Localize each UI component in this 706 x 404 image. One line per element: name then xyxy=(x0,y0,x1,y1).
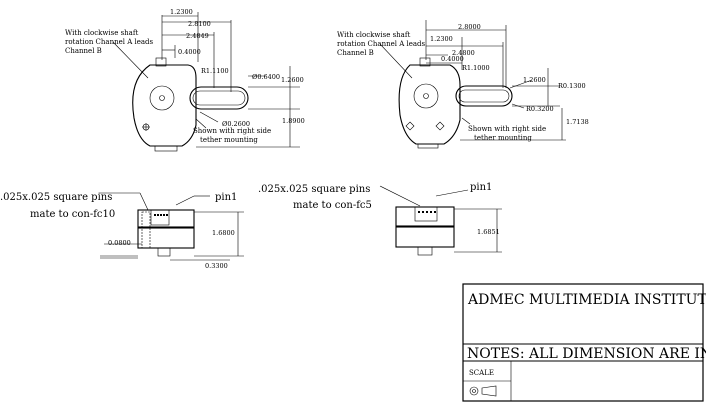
left-shaft-outer xyxy=(149,85,175,111)
left-shaft-note-3: Channel B xyxy=(65,47,102,55)
right-shaft-outer xyxy=(413,83,439,109)
right-dim-r0320: R0.3200 xyxy=(526,105,554,113)
title-block: ADMEC MULTIMEDIA INSTITUTE NOTES: ALL DI… xyxy=(462,283,706,402)
right-encoder-top-view: 2.8000 1.2300 2.4800 0.4000 R1.1000 1.26… xyxy=(337,20,589,149)
left-side-dim-1680: 1.6800 xyxy=(212,229,235,237)
scale-label: SCALE xyxy=(469,369,494,377)
right-pins-note-1: .025x.025 square pins xyxy=(258,184,370,195)
right-dim-0400: 0.4000 xyxy=(441,55,464,63)
left-dim-dia0640: Ø0.6400 xyxy=(252,73,280,81)
left-dim-2484: 2.4849 xyxy=(186,32,209,40)
left-pin1-label: pin1 xyxy=(215,192,237,203)
left-side-dim-0330: 0.3300 xyxy=(205,262,228,270)
left-pins-note-1: .025x.025 square pins xyxy=(0,192,112,203)
right-dim-1260: 1.2600 xyxy=(523,76,546,84)
right-top-boss xyxy=(419,57,431,67)
right-encoder-body xyxy=(398,64,461,145)
right-dim-17138: 1.7138 xyxy=(566,118,589,126)
left-dim-1230: 1.2300 xyxy=(170,8,193,16)
title-block-frame xyxy=(462,283,704,402)
left-dim-dia0260: Ø0.2600 xyxy=(222,120,250,128)
left-side-dim-0080: 0.0800 xyxy=(108,239,131,247)
right-dim-r0130: R0.1300 xyxy=(558,82,586,90)
left-encoder-body xyxy=(132,64,197,147)
right-tether-arm xyxy=(455,85,513,107)
projection-symbol-icon xyxy=(469,385,497,397)
right-connector xyxy=(414,206,438,222)
left-top-boss xyxy=(155,57,167,67)
left-encoder-top-view: 1.2300 2.8100 2.4849 0.4000 R1.1100 Ø0.6… xyxy=(65,8,305,152)
left-shaft-inner xyxy=(159,95,165,101)
left-side-shaft xyxy=(157,247,171,257)
right-pin1-label: pin1 xyxy=(470,182,492,193)
right-dim-1230: 1.2300 xyxy=(430,35,453,43)
right-side-dim-16851: 1.6851 xyxy=(477,228,500,236)
left-connector xyxy=(150,209,170,226)
left-shaft-note-1: With clockwise shaft xyxy=(65,29,138,37)
dimension-notes: NOTES: ALL DIMENSION ARE IN MM xyxy=(467,346,706,362)
right-shaft-note-3: Channel B xyxy=(337,49,374,57)
right-dim-2480: 2.4800 xyxy=(452,49,475,57)
left-dim-2810: 2.8100 xyxy=(188,20,211,28)
left-dim-0400: 0.4000 xyxy=(178,48,201,56)
right-dim-r1100: R1.1000 xyxy=(462,64,490,72)
right-pins-note-2: mate to con-fc5 xyxy=(293,200,372,211)
left-mount-note-2: tether mounting xyxy=(200,136,258,144)
right-dim-2800: 2.8000 xyxy=(458,23,481,31)
right-mount-note-2: tether mounting xyxy=(474,134,532,142)
left-side-body-top xyxy=(137,209,195,228)
company-name: ADMEC MULTIMEDIA INSTITUTE xyxy=(467,292,706,308)
left-shaft-note-2: rotation Channel A leads xyxy=(65,38,154,46)
left-mount-note-1: Shown with right side xyxy=(193,127,271,135)
right-shaft-note-2: rotation Channel A leads xyxy=(337,40,426,48)
left-side-view: .025x.025 square pins mate to con-fc10 p… xyxy=(0,192,244,270)
right-shaft-note-1: With clockwise shaft xyxy=(337,31,410,39)
right-side-view: .025x.025 square pins mate to con-fc5 pi… xyxy=(258,182,502,256)
right-side-body-top xyxy=(395,206,455,227)
left-dim-1260: 1.2600 xyxy=(281,76,304,84)
left-pins-note-2: mate to con-fc10 xyxy=(30,209,115,220)
left-dim-r1110: R1.1100 xyxy=(201,67,229,75)
right-shaft-inner xyxy=(423,93,429,99)
right-side-shaft xyxy=(417,246,433,256)
left-tether-arm xyxy=(189,86,249,110)
left-side-body-bottom xyxy=(137,227,195,249)
left-dim-1890: 1.8900 xyxy=(282,117,305,125)
right-mount-note-1: Shown with right side xyxy=(468,125,546,133)
right-side-body-bottom xyxy=(395,226,455,248)
